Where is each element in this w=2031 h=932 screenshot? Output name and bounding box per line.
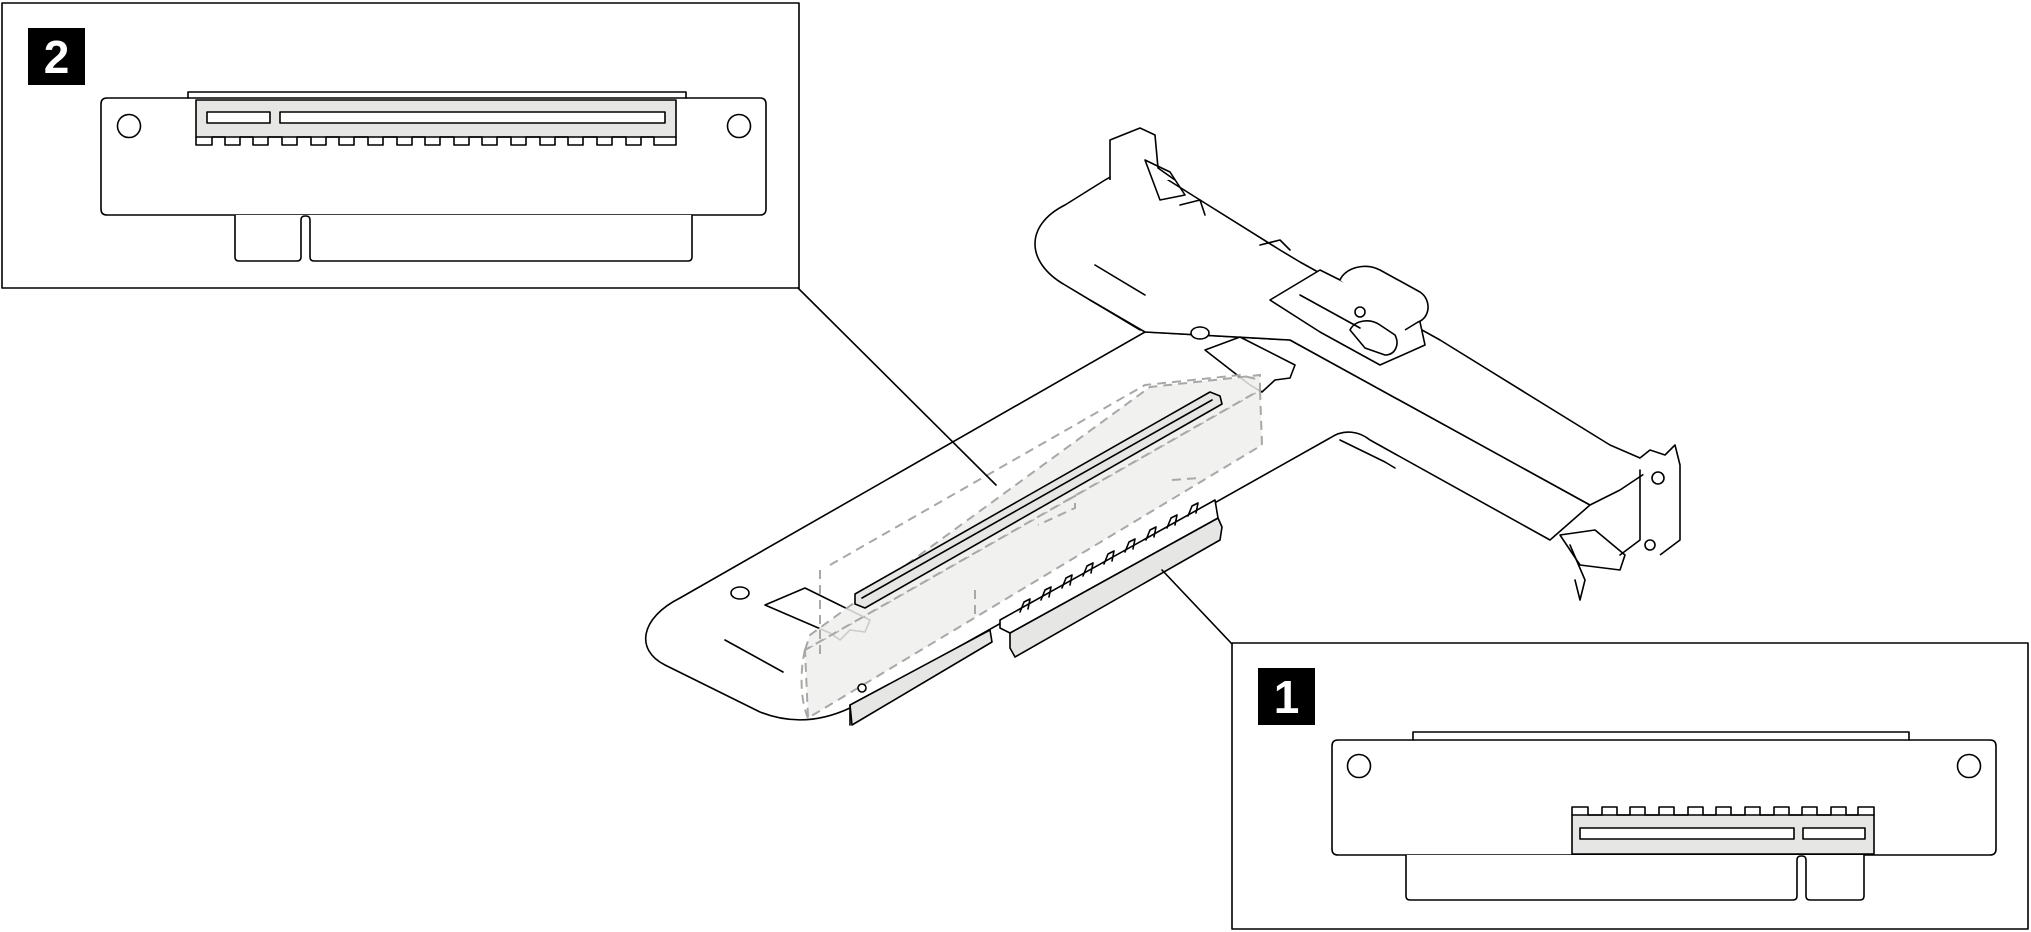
callout-badge-1: 1 <box>1258 668 1315 725</box>
slot-pins <box>1019 502 1199 613</box>
bracket-end-clip <box>1559 444 1681 601</box>
detail-2-hole-left <box>116 113 142 139</box>
detail-view-1-frame <box>1231 642 2029 930</box>
bracket-tab-top <box>1109 127 1176 181</box>
detail-1-edge-connector <box>1405 855 1865 901</box>
bracket-screw-hole-lower <box>730 586 750 600</box>
detail-1-hole-right <box>1956 753 1982 779</box>
callout-label-1: 1 <box>1274 671 1300 723</box>
detail-view-2: 2 <box>1 2 800 289</box>
detail-view-2-frame <box>1 2 800 289</box>
riser-card <box>800 373 1264 726</box>
detail-1-pcie-slot <box>1571 806 1875 855</box>
detail-1-hole-left <box>1346 753 1372 779</box>
bracket-latch <box>1259 239 1429 366</box>
callout-badge-2: 2 <box>28 28 85 85</box>
detail-2-hole-right <box>726 113 752 139</box>
detail-2-edge-connector <box>234 215 693 262</box>
detail-2-pcie-slot <box>195 99 677 146</box>
leader-line-1 <box>1161 569 1233 645</box>
leader-line-2 <box>797 287 997 486</box>
riser-card-edge-connector <box>849 629 993 726</box>
bracket-screw-hole-upper <box>1190 326 1210 340</box>
callout-label-2: 2 <box>44 31 70 83</box>
pcie-slot-upper-iso <box>854 391 1223 609</box>
detail-view-1: 1 <box>1231 642 2029 930</box>
bracket-slot-line <box>724 639 784 673</box>
pcie-slot-lower-iso <box>999 499 1223 658</box>
